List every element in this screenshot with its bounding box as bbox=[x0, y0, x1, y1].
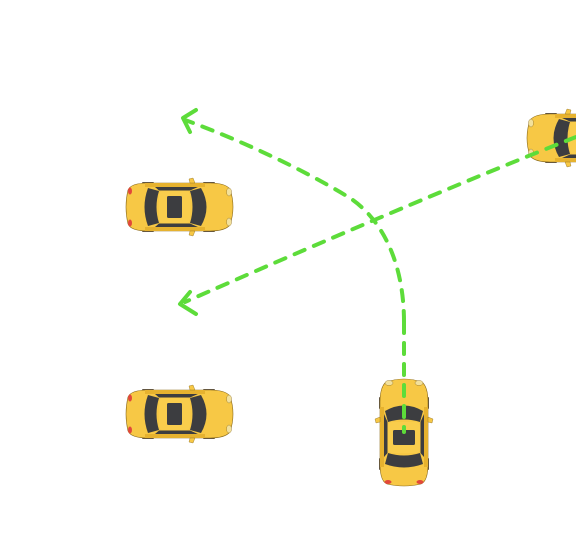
taxi-car-icon bbox=[126, 178, 233, 236]
taxi-car-icon bbox=[126, 385, 233, 443]
path-right-car-to-bottom-left bbox=[185, 137, 576, 302]
sensor-line bbox=[262, 404, 288, 436]
car-top-left bbox=[126, 178, 233, 236]
arrowhead-bottom-left-icon bbox=[180, 292, 196, 314]
car-bottom-left bbox=[126, 385, 233, 443]
